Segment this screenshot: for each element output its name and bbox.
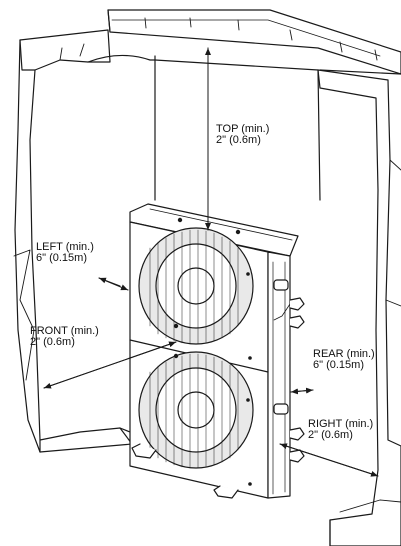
front-clearance-label: FRONT (min.) 2" (0.6m) (30, 326, 99, 348)
clearance-arrows (43, 47, 379, 477)
rear-clearance-label: REAR (min.) 6" (0.15m) (313, 349, 375, 371)
ceiling-slab (107, 9, 401, 75)
rear-label-title: REAR (min.) (313, 348, 375, 360)
top-clearance-label: TOP (min.) 2" (0.6m) (216, 124, 269, 146)
front-label-value: 2" (0.6m) (30, 336, 75, 348)
left-label-title: LEFT (min.) (36, 241, 94, 253)
right-clearance-label: RIGHT (min.) 2" (0.6m) (308, 419, 373, 441)
left-clearance-label: LEFT (min.) 6" (0.15m) (36, 242, 94, 264)
back-wall-edge (154, 59, 321, 201)
top-label-value: 2" (0.6m) (216, 134, 261, 146)
top-label-title: TOP (min.) (216, 123, 270, 135)
right-label-title: RIGHT (min.) (308, 418, 374, 430)
outdoor-unit (129, 203, 305, 499)
left-wall (13, 29, 156, 453)
right-label-value: 2" (0.6m) (308, 429, 353, 441)
rear-label-value: 6" (0.15m) (313, 359, 364, 371)
right-wall (317, 69, 401, 546)
left-label-value: 6" (0.15m) (36, 252, 87, 264)
front-label-title: FRONT (min.) (30, 325, 99, 337)
